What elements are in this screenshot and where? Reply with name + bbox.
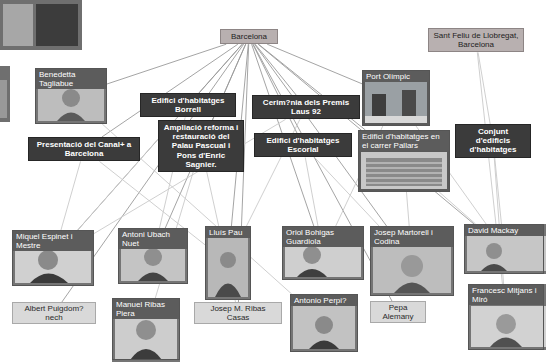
project-box: Cerim?nia dels Premis Laus 92 bbox=[252, 95, 360, 119]
node-text: Sant Feliu de Llobregat, Barcelona bbox=[433, 31, 519, 49]
connector-line bbox=[406, 192, 409, 226]
portrait-photo bbox=[205, 226, 251, 300]
person-card: Antoni Ubach Nuet bbox=[118, 228, 188, 284]
person-card: Josep Martorell i Codina bbox=[370, 226, 454, 296]
node-text: Pepa Alemany bbox=[374, 303, 422, 321]
node-text: Edifici d'habitatges en el carrer Pallar… bbox=[359, 131, 449, 151]
project-box: Edifici d'habitatges Borrell bbox=[140, 93, 236, 117]
node-text: Antoni Ubach Nuet bbox=[119, 229, 187, 249]
person-card: Benedetta Tagliabue bbox=[35, 68, 107, 124]
node-text: Port Olímpic bbox=[363, 71, 429, 82]
node-text: Manuel Ribas Piera bbox=[113, 299, 179, 319]
person-label: Josep M. Ribas Casas bbox=[194, 302, 282, 324]
node-text: Edifici d'habitatges Borrell bbox=[145, 96, 231, 114]
node-text: Antonio Perpi? bbox=[291, 295, 357, 306]
node-text: Oriol Bohigas Guardiola bbox=[283, 227, 363, 247]
project-box: Ampliació reforma i restauració del Pala… bbox=[158, 120, 244, 172]
person-card: Manuel Ribas Piera bbox=[112, 298, 180, 360]
portrait-photo bbox=[370, 226, 454, 296]
portrait-photo bbox=[464, 224, 546, 274]
person-card: Antonio Perpi? bbox=[290, 294, 358, 352]
node-text: Cerim?nia dels Premis Laus 92 bbox=[257, 98, 355, 116]
portrait-photo bbox=[290, 294, 358, 352]
node-text: Barcelona bbox=[225, 32, 273, 41]
portrait-photo bbox=[112, 298, 180, 362]
project-box: Edifici d'habitatges Escorial bbox=[254, 133, 352, 157]
node-text: Albert Puigdom?nech bbox=[16, 304, 92, 322]
person-card: Miquel Espinet i Mestre bbox=[12, 230, 94, 286]
node-text: Conjunt d'edificis d'habitatges bbox=[460, 127, 526, 155]
node-text: Presentació del Canal+ a Barcelona bbox=[33, 140, 135, 158]
project-box: Presentació del Canal+ a Barcelona bbox=[28, 137, 140, 161]
connector-line bbox=[439, 192, 475, 224]
connector-line bbox=[61, 161, 81, 230]
node-text: Benedetta Tagliabue bbox=[36, 69, 106, 89]
project-box: Conjunt d'edificis d'habitatges bbox=[455, 124, 531, 158]
building-photo bbox=[362, 70, 430, 126]
node-text: Edifici d'habitatges Escorial bbox=[259, 136, 347, 154]
portrait-photo bbox=[35, 68, 107, 124]
node-text: Josep Martorell i Codina bbox=[371, 227, 453, 247]
person-card: Lluís Pau bbox=[205, 226, 251, 300]
portrait-photo bbox=[468, 284, 546, 350]
portrait-photo bbox=[282, 226, 364, 280]
node-text: Josep M. Ribas Casas bbox=[198, 304, 278, 322]
node-text: Ampliació reforma i restauració del Pala… bbox=[163, 123, 239, 169]
node-text: Francesc Mitjans i Miró bbox=[469, 285, 543, 305]
place-box: Sant Feliu de Llobregat, Barcelona bbox=[428, 28, 524, 52]
person-label: Pepa Alemany bbox=[370, 301, 426, 323]
person-label: Albert Puigdom?nech bbox=[12, 302, 96, 324]
person-card: David Mackay bbox=[464, 224, 544, 274]
node-text: Lluís Pau bbox=[206, 227, 250, 238]
building-photo bbox=[358, 130, 450, 192]
project-card: Edifici d'habitatges en el carrer Pallar… bbox=[358, 130, 450, 192]
portrait-photo bbox=[118, 228, 188, 284]
person-card: Francesc Mitjans i Miró bbox=[468, 284, 544, 350]
place-box: Barcelona bbox=[220, 29, 278, 44]
portrait-photo bbox=[12, 230, 94, 286]
node-text: David Mackay bbox=[465, 225, 543, 236]
connector-line bbox=[305, 157, 318, 226]
person-card: Oriol Bohigas Guardiola bbox=[282, 226, 364, 280]
node-text: Miquel Espinet i Mestre bbox=[13, 231, 93, 251]
project-card: Port Olímpic bbox=[362, 70, 430, 126]
